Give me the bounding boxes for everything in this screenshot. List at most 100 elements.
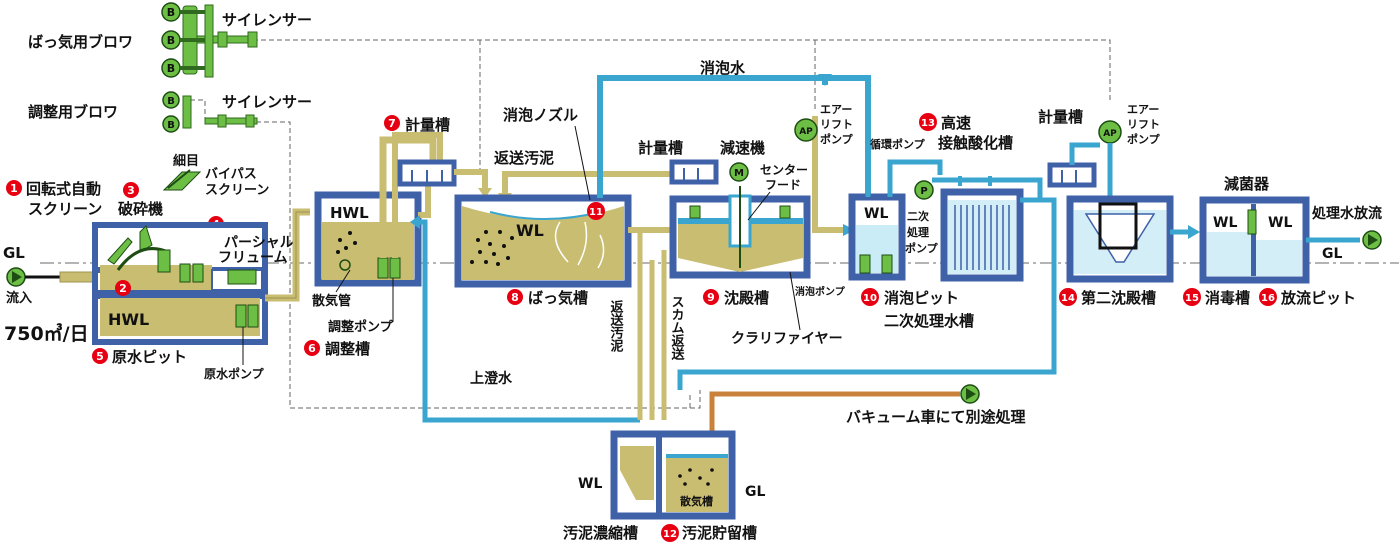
unit-13-label: 高速 [941,114,971,132]
svg-text:3: 3 [127,184,135,197]
metering-tank-2-label: 計量槽 [638,139,683,157]
supernatant-label: 上澄水 [470,370,513,387]
partial-flume-label-1: パーシャル [224,235,294,251]
svg-text:9: 9 [707,291,715,304]
svg-text:B: B [167,62,175,75]
gl-right-label: GL [1322,246,1342,262]
return-sludge-top-label: 返送汚泥 [494,149,554,167]
wl-disinfect-label: WL [1213,215,1237,231]
scum-return-label: スカム返送 [669,295,686,361]
defoam-nozzle-label: 消泡ノズル [503,106,578,124]
svg-text:7: 7 [388,117,396,130]
unit-1-label-2: スクリーン [28,200,102,218]
unit-16-badge: 16 [1259,288,1277,306]
silencer-bottom-label: サイレンサー [222,93,312,111]
reducer-label: 減速機 [720,139,765,157]
rotary-screen-icon [107,225,204,283]
flow-arrows-icon [554,221,605,269]
unit-15-badge: 15 [1183,288,1201,306]
disinfection-discharge-tank [1199,196,1310,284]
metering-tank-3-label: 計量槽 [1038,108,1083,126]
aeration-in-tank-label: 散気槽 [680,494,713,508]
air-lift-pump-icon: AP [1098,120,1122,144]
svg-text:16: 16 [1261,293,1275,304]
sludge-bubbles-icon [678,468,714,486]
unit-1-label: 回転式自動 [26,180,101,198]
air-lift-label-3: ポンプ [820,132,854,146]
unit-15-label: 消毒槽 [1205,289,1250,307]
gl-sludge-label: GL [745,484,765,500]
bypass-screen-label-2: スクリーン [205,183,269,198]
partial-flume-label-2: フリューム [218,250,288,266]
wl-aeration-label: WL [516,221,544,240]
unit-13-label-2: 接触酸化槽 [938,134,1013,152]
motor-icon: M [729,162,749,182]
gl-left-label: GL [3,244,25,262]
wl-sludge-label: WL [578,476,602,492]
blower-icon: B [161,2,181,22]
svg-text:5: 5 [96,350,104,363]
unit-13-badge: 13 [919,113,937,131]
svg-text:B: B [167,120,175,131]
raw-pump-label: 原水ポンプ [204,366,265,381]
svg-text:2: 2 [119,282,127,295]
svg-text:10: 10 [863,293,877,304]
sedimentation-tank [669,186,811,279]
secondary-pump-label-3: ポンプ [905,241,939,255]
partial-flume-icon [227,269,257,285]
defoam-water-label: 消泡水 [700,59,746,77]
sludge-thickener-label: 汚泥濃縮槽 [563,524,638,542]
svg-text:B: B [167,96,175,107]
svg-text:1: 1 [10,182,18,195]
defoam-pit [848,193,906,281]
air-lift-b-label-3: ポンプ [1127,132,1161,146]
fine-mesh-label: 細目 [173,153,199,169]
svg-text:P: P [920,186,927,197]
unit-5-label: 原水ピット [112,348,187,366]
metering-tank-1 [397,159,457,187]
aeration-pipe-label: 散気管 [312,293,351,309]
unit-1-badge: 1 [6,180,22,196]
secondary-pump-label-2: 処理 [906,225,929,239]
adjust-blowers: B B [162,91,258,133]
air-lift-pump-icon: AP [794,118,818,142]
inflow-arrow-icon [6,267,26,287]
blower-icon: B [162,115,180,133]
air-lift-b-label-2: リフト [1127,118,1160,131]
secondary-tank-label: 二次処理水槽 [884,312,974,330]
unit-5-badge: 5 [92,348,108,364]
unit-2-badge: 2 [115,280,131,296]
flow-rate-label: 750㎥/日 [4,322,89,345]
aeration-pipe-icon [336,231,357,271]
unit-12-label: 汚泥貯留槽 [682,524,757,542]
unit-6-badge: 6 [304,340,320,356]
second-sedimentation-tank [1066,195,1174,283]
vacuum-label: バキューム車にて別途処理 [846,408,1026,426]
contact-oxidation-tank [940,188,1024,282]
raw-pump-icon [235,304,259,328]
svg-text:AP: AP [1103,129,1117,139]
svg-text:6: 6 [308,342,316,355]
unit-9-label: 沈殿槽 [724,289,769,307]
adjust-pump-label: 調整ポンプ [328,319,394,335]
bypass-screen-label-1: バイパス [205,167,257,182]
unit-9-badge: 9 [703,289,719,305]
treated-discharge-label: 処理水放流 [1311,205,1382,222]
blower-adjust-label: 調整用ブロワ [28,103,118,121]
unit-6-label: 調整槽 [325,340,370,358]
unit-16-label: 放流ピット [1280,289,1356,307]
raw-water-pit [92,222,268,345]
unit-10-label: 消泡ピット [884,289,959,307]
svg-text:B: B [167,34,175,47]
blower-icon: B [162,91,180,109]
unit-11-badge: 11 [587,202,605,220]
unit-12-badge: 12 [661,524,679,542]
sterilizer-label: 減菌器 [1224,175,1270,193]
aeration-bubbles-icon [470,230,514,266]
discharge-arrow-icon [1362,230,1382,250]
defoam-pump-label: 消泡ポンプ [795,285,846,298]
sludge-tanks [610,430,736,520]
unit-14-label: 第二沈殿槽 [1081,289,1156,307]
blower-icon: B [161,30,181,50]
